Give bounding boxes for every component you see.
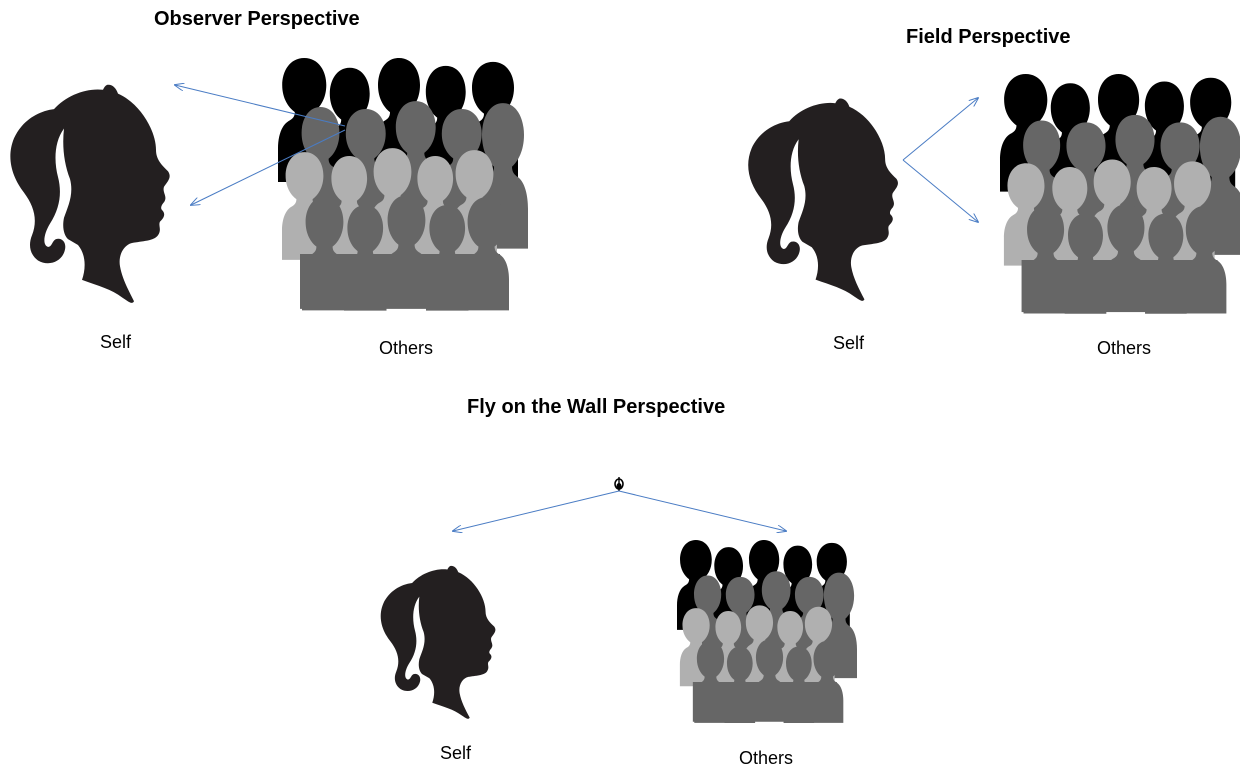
observer-self-label: Self	[100, 332, 132, 352]
fly-arrow-right	[618, 490, 786, 531]
field-self-label: Self	[833, 333, 865, 353]
field-others-label: Others	[1097, 338, 1152, 358]
observer-others-crowd-icon	[278, 58, 528, 311]
observer-self-silhouette-icon	[10, 84, 170, 303]
fly-icon	[614, 477, 624, 491]
field-self-silhouette-icon	[748, 98, 898, 301]
fly-on-the-wall-perspective-title: Fly on the Wall Perspective	[467, 396, 726, 418]
field-perspective-title: Field Perspective	[906, 26, 1071, 48]
fly-others-label: Others	[739, 748, 794, 768]
fly-self-label: Self	[440, 743, 472, 763]
observer-arrow-upper	[175, 85, 346, 127]
observer-arrow-lower	[191, 129, 346, 205]
field-arrow-upper	[902, 98, 978, 161]
field-arrow-lower	[902, 159, 978, 222]
fly-others-crowd-icon	[677, 540, 857, 723]
field-others-crowd-icon	[1000, 74, 1240, 314]
fly-self-silhouette-icon	[380, 565, 496, 719]
observer-perspective-title: Observer Perspective	[154, 8, 360, 30]
observer-others-label: Others	[379, 338, 434, 358]
fly-arrow-left	[453, 490, 620, 531]
